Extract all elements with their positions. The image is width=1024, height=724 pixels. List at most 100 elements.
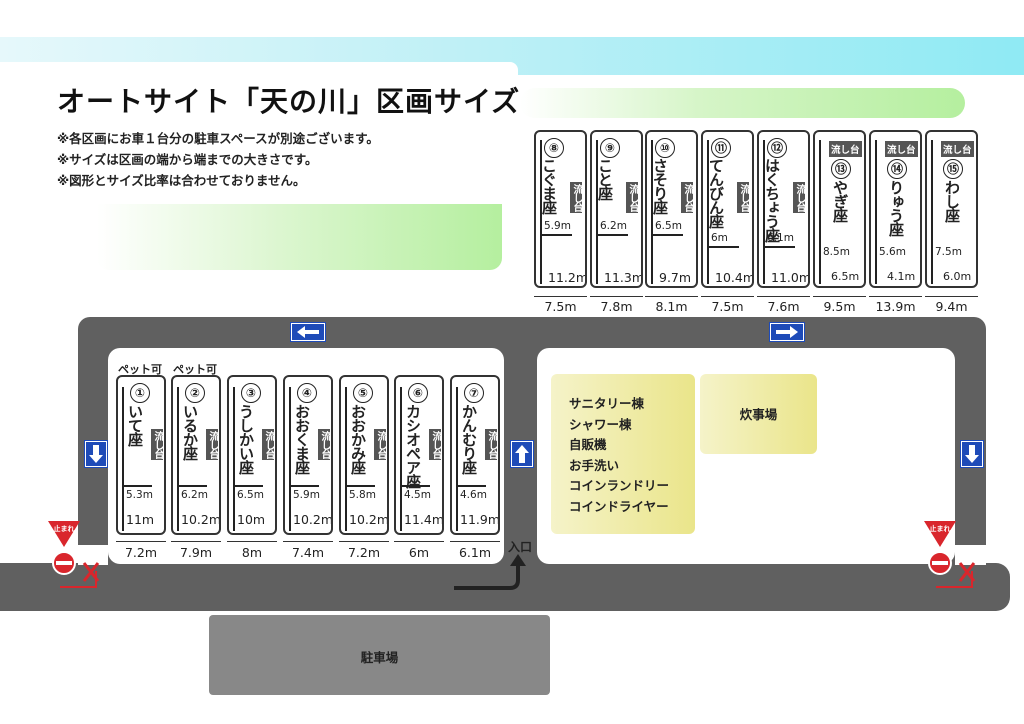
bottom-dimension-line [283,541,333,542]
site-number: ⑫ [767,138,787,158]
sink-label: 流し台 [570,182,582,213]
site-width: 6.5m [237,489,264,501]
bottom-dimension-line [450,541,500,542]
facility-item: 自販機 [569,437,607,452]
green-decor-pill [520,88,965,118]
site-name: うしかい座 [237,404,255,474]
bottom-dimension-line [645,296,698,297]
site-name: りゅう座 [887,180,905,236]
site-bottom-width: 7.6m [767,299,800,314]
stop-sign-left-label: 止まれ [53,525,75,533]
site-width: 6.2m [181,489,208,501]
site-name: さそり座 [651,158,669,214]
sink-label: 流し台 [737,182,749,213]
site-height: 10m [237,512,266,527]
site-number: ③ [241,383,261,403]
stop-sign-right-label: 止まれ [929,525,951,533]
site-width: 5.6m [879,246,906,258]
width-arrow [289,485,319,487]
sink-label: 流し台 [429,429,441,460]
height-arrow [707,140,709,284]
bottom-dimension-line [171,541,221,542]
width-arrow [651,234,683,236]
site-bottom-width: 13.9m [875,299,916,314]
bottom-dimension-line [813,296,866,297]
site-width: 6.5m [655,220,682,232]
site-height: 10.2m [293,512,333,527]
note-1: ※各区画にお車１台分の駐車スペースが別途ございます。 [57,131,379,146]
bottom-dimension-line [701,296,754,297]
width-arrow [400,485,430,487]
left-arrow-sign-icon [290,322,326,342]
bottom-dimension-line [394,541,444,542]
site-name: わし座 [943,180,961,222]
site-bottom-width: 7.5m [544,299,577,314]
site-number: ⑦ [464,383,484,403]
site-height: 10.2m [181,512,221,527]
site-height: 11m [126,512,155,527]
sink-label: 流し台 [262,429,274,460]
site-width: 5.9m [293,489,320,501]
pet-allowed-label: ペット可 [118,363,162,376]
bottom-dimension-line [339,541,389,542]
title-card [0,62,518,207]
right-arrow-sign-icon [769,322,805,342]
site-width: 6.1m [767,232,794,244]
width-arrow [763,246,795,248]
height-arrow [931,140,933,284]
stop-sign-right-icon: 止まれ [922,519,980,591]
site-width: 4.5m [404,489,431,501]
site-width: 4.6m [460,489,487,501]
site-width: 5.3m [126,489,153,501]
site-number: ⑧ [544,138,564,158]
sink-label: 流し台 [941,141,974,157]
site-width: 7.5m [935,246,962,258]
site-number: ① [130,383,150,403]
sink-label: 流し台 [206,429,218,460]
site-name: いて座 [126,404,144,446]
bottom-dimension-line [869,296,922,297]
down-arrow-sign-left-icon [84,440,108,468]
height-arrow [233,387,235,531]
site-number: ⑩ [655,138,675,158]
sink-label: 流し台 [374,429,386,460]
up-arrow-sign-icon [510,440,534,468]
site-bottom-width: 7.8m [600,299,633,314]
facility-item: コインランドリー [569,478,670,493]
site-name: おおくま座 [293,404,311,474]
site-bottom-width: 7.2m [347,545,381,560]
site-height: 11.4m [404,512,444,527]
site-width: 5.8m [349,489,376,501]
sink-label: 流し台 [151,429,163,460]
site-bottom-width: 9.5m [823,299,856,314]
green-decor-block [97,204,502,270]
height-arrow [540,140,542,284]
bottom-dimension-line [116,541,166,542]
site-number: ② [185,383,205,403]
site-bottom-width: 6m [408,545,430,560]
kitchen-building: 炊事場 [700,374,817,454]
site-number: ⑥ [408,383,428,403]
height-arrow [345,387,347,531]
site-width: 6m [711,232,728,244]
site-height: 11.3m [604,270,643,285]
site-name: はくちょう座 [763,158,781,242]
height-arrow [596,140,598,284]
width-arrow [596,234,628,236]
site-name: いるか座 [181,404,199,460]
site-width: 6.2m [600,220,627,232]
site-number: ⑭ [887,159,907,179]
site-name: こぐま座 [540,158,558,214]
height-arrow [875,140,877,284]
sink-label: 流し台 [829,141,862,157]
